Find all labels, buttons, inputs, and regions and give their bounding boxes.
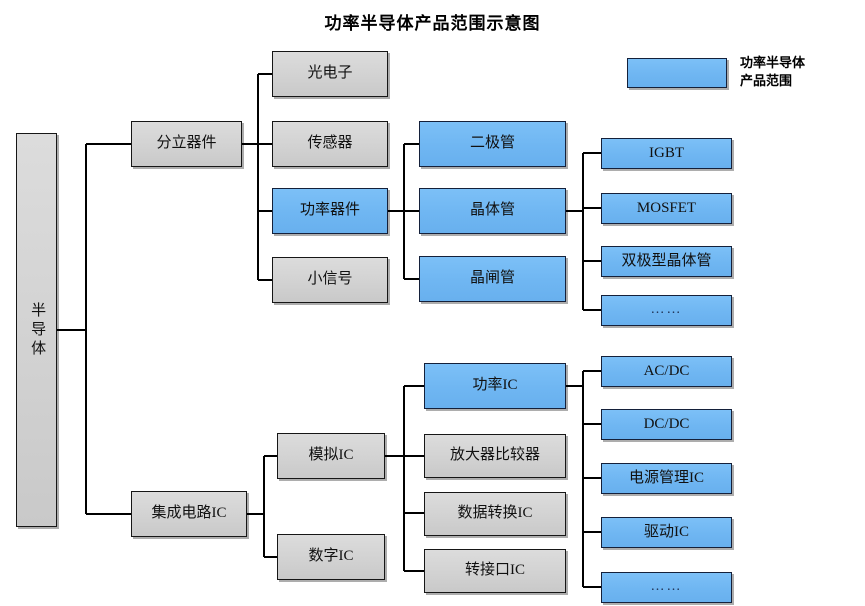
legend-blue-swatch — [627, 58, 727, 88]
node-diode-label: 二极管 — [469, 135, 515, 152]
node-sensor-label: 传感器 — [307, 135, 353, 152]
legend-label: 功率半导体 产品范围 — [740, 54, 860, 89]
node-power-ic-more[interactable]: …… — [601, 572, 732, 603]
node-integrated-circuit-ic-label: 集成电路IC — [151, 505, 227, 522]
node-small-signal[interactable]: 小信号 — [272, 257, 388, 303]
node-transistor[interactable]: 晶体管 — [419, 188, 566, 234]
node-digital-ic[interactable]: 数字IC — [277, 534, 385, 580]
node-sensor[interactable]: 传感器 — [272, 121, 388, 167]
node-optoelectronics-label: 光电子 — [307, 65, 353, 82]
node-igbt[interactable]: IGBT — [601, 138, 732, 169]
node-mosfet[interactable]: MOSFET — [601, 193, 732, 224]
node-power-ic-label: 功率IC — [472, 377, 518, 394]
node-power-device[interactable]: 功率器件 — [272, 188, 388, 234]
node-integrated-circuit-ic[interactable]: 集成电路IC — [131, 491, 247, 537]
node-amplifier-comparator[interactable]: 放大器比较器 — [424, 434, 566, 478]
node-power-management-ic-label: 电源管理IC — [628, 469, 704, 486]
node-power-ic[interactable]: 功率IC — [424, 363, 566, 409]
node-mosfet-label: MOSFET — [636, 199, 697, 216]
node-thyristor-label: 晶闸管 — [469, 270, 515, 287]
node-data-conversion-ic[interactable]: 数据转换IC — [424, 492, 566, 536]
node-digital-ic-label: 数字IC — [308, 548, 354, 565]
node-dc-dc[interactable]: DC/DC — [601, 409, 732, 440]
node-discrete-devices[interactable]: 分立器件 — [131, 121, 242, 167]
node-ac-dc-label: AC/DC — [643, 362, 690, 379]
node-discrete-devices-label: 分立器件 — [156, 135, 217, 152]
legend-line-2: 产品范围 — [740, 72, 793, 88]
node-power-ic-more-label: …… — [650, 579, 683, 595]
node-power-management-ic[interactable]: 电源管理IC — [601, 463, 732, 494]
legend-line-1: 功率半导体 — [740, 55, 806, 70]
node-interface-ic-label: 转接口IC — [464, 562, 525, 579]
node-interface-ic[interactable]: 转接口IC — [424, 549, 566, 593]
node-driver-ic[interactable]: 驱动IC — [601, 517, 732, 548]
node-data-conversion-ic-label: 数据转换IC — [457, 505, 533, 522]
node-power-device-label: 功率器件 — [299, 202, 360, 219]
node-amplifier-comparator-label: 放大器比较器 — [449, 447, 540, 464]
node-igbt-label: IGBT — [649, 144, 684, 161]
node-bipolar-transistor[interactable]: 双极型晶体管 — [601, 246, 732, 277]
page-title: 功率半导体产品范围示意图 — [324, 14, 541, 33]
node-analog-ic[interactable]: 模拟IC — [277, 433, 385, 479]
node-analog-ic-label: 模拟IC — [308, 447, 354, 464]
node-transistor-more[interactable]: …… — [601, 295, 732, 326]
node-dc-dc-label: DC/DC — [643, 415, 690, 432]
node-driver-ic-label: 驱动IC — [643, 523, 689, 540]
node-transistor-more-label: …… — [650, 302, 683, 318]
node-small-signal-label: 小信号 — [307, 271, 353, 288]
node-transistor-label: 晶体管 — [469, 202, 515, 219]
node-optoelectronics[interactable]: 光电子 — [272, 51, 388, 97]
node-diode[interactable]: 二极管 — [419, 121, 566, 167]
node-bipolar-transistor-label: 双极型晶体管 — [621, 252, 712, 269]
node-semiconductor[interactable]: 半导体 — [16, 133, 57, 527]
node-thyristor[interactable]: 晶闸管 — [419, 256, 566, 302]
node-ac-dc[interactable]: AC/DC — [601, 356, 732, 387]
node-semiconductor-label: 半导体 — [29, 301, 46, 359]
